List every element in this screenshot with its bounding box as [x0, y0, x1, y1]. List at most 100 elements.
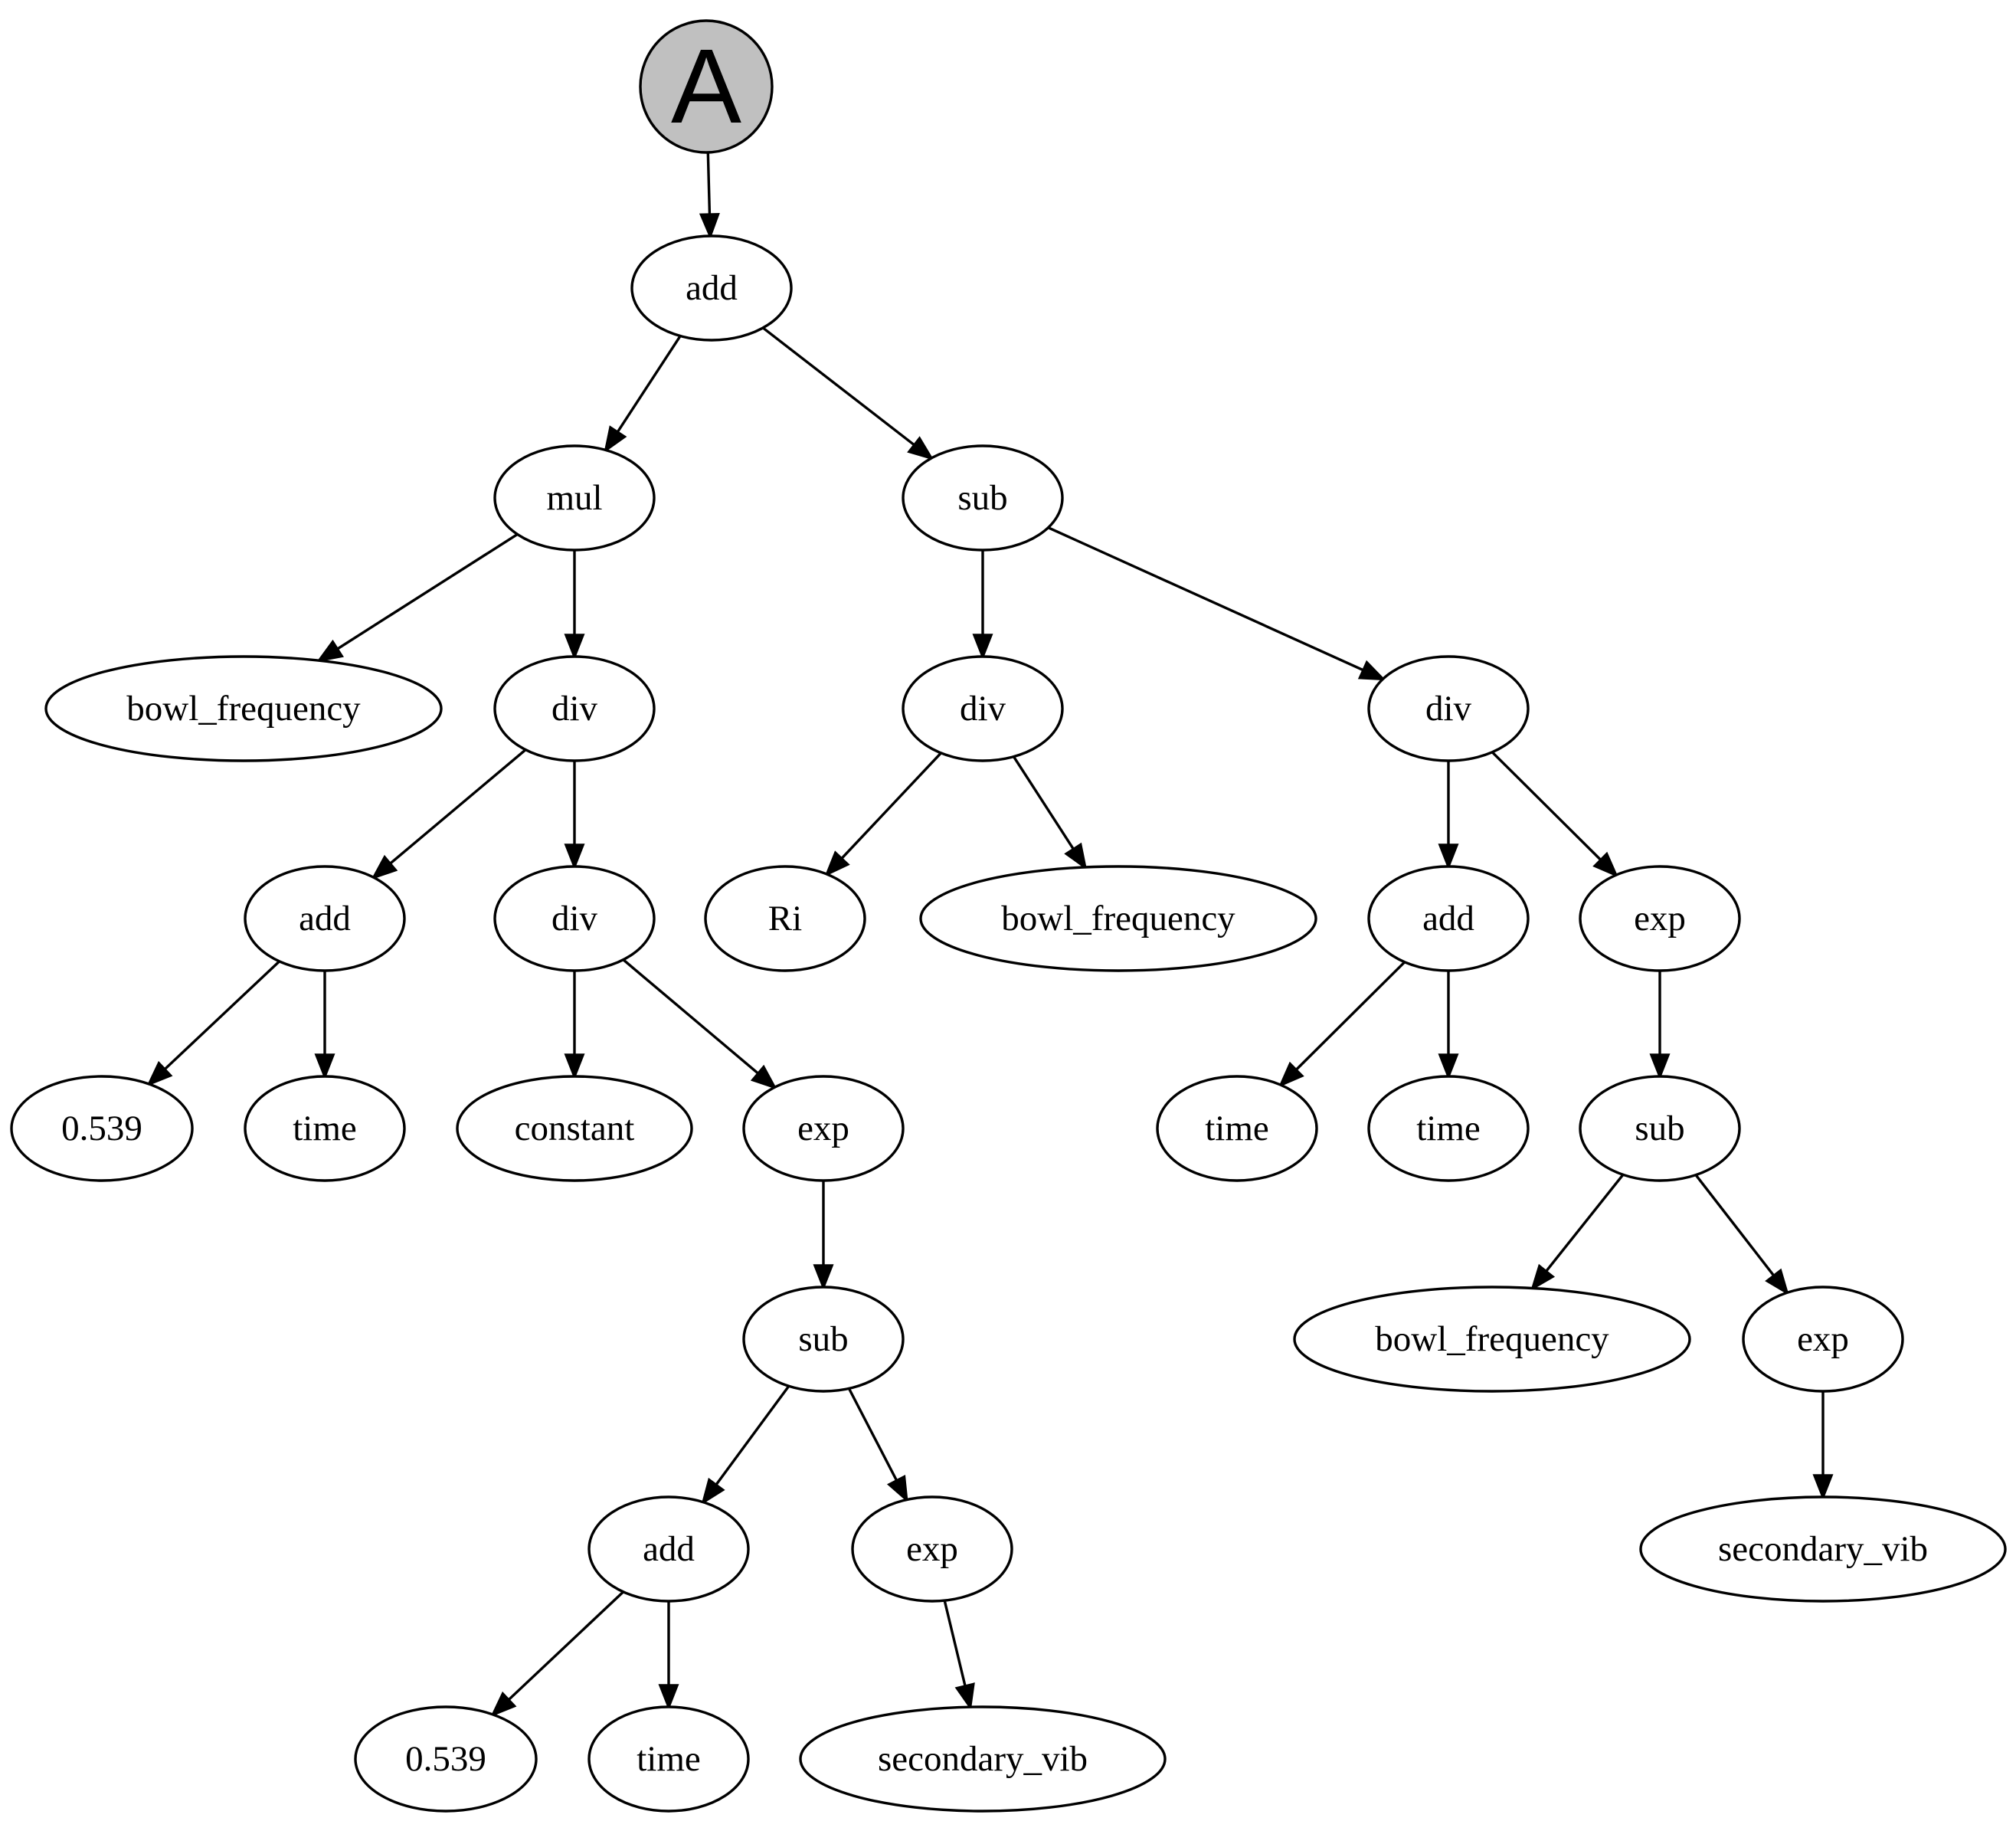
arrowhead-icon	[564, 843, 585, 870]
edge-line	[715, 1385, 790, 1486]
node-label: div	[551, 899, 598, 938]
node-label: add	[299, 899, 351, 938]
node-label: exp	[1634, 899, 1686, 938]
node-label: Ri	[768, 899, 802, 938]
node-label: time	[1416, 1109, 1481, 1148]
arrowhead-icon	[824, 850, 850, 877]
node-label: div	[1425, 689, 1472, 729]
tree-node: div	[493, 655, 656, 762]
edge-n2-n5	[564, 550, 585, 660]
arrowhead-icon	[1765, 1268, 1789, 1296]
edge-line	[1047, 526, 1364, 672]
node-label: exp	[1797, 1319, 1849, 1359]
edge-n9-n16	[564, 971, 585, 1080]
edge-line	[1545, 1174, 1625, 1273]
tree-node: constant	[456, 1075, 693, 1182]
edge-n24-n27	[490, 1590, 624, 1718]
node-ellipse	[354, 1705, 538, 1813]
node-ellipse	[244, 1075, 406, 1182]
node-ellipse	[1367, 865, 1530, 972]
node-ellipse	[1579, 1075, 1741, 1182]
tree-node: time	[1367, 1075, 1530, 1182]
arrowhead-icon	[954, 1682, 975, 1711]
edge-n8-n15	[314, 971, 335, 1080]
tree-node: exp	[742, 1075, 905, 1182]
edge-n23-n26	[1812, 1391, 1834, 1501]
edge-n7-n13	[1491, 751, 1619, 878]
node-ellipse	[587, 1495, 750, 1603]
tree-node: mul	[493, 444, 656, 552]
node-label: mul	[546, 478, 602, 518]
tree-node: time	[1156, 1075, 1318, 1182]
node-ellipse	[742, 1286, 905, 1393]
arrowhead-icon	[1530, 1263, 1556, 1292]
edge-n21-n24	[701, 1385, 790, 1505]
arrowhead-icon	[972, 634, 993, 660]
node-ellipse	[493, 444, 656, 552]
edge-n1-n2	[604, 335, 682, 454]
arrowhead-icon	[1438, 1053, 1459, 1080]
node-label: sub	[1635, 1109, 1684, 1148]
edge-n12-n18	[1278, 961, 1406, 1088]
edge-n6-n11	[1013, 755, 1088, 870]
node-ellipse	[1579, 865, 1741, 972]
edge-line	[616, 335, 682, 433]
node-label: exp	[906, 1529, 958, 1569]
root-circle	[639, 19, 774, 154]
tree-node: bowl_frequency	[1293, 1286, 1691, 1393]
node-ellipse	[456, 1075, 693, 1182]
edge-line	[706, 152, 712, 215]
root-node: A	[639, 19, 774, 154]
tree-node: exp	[1742, 1286, 1904, 1393]
edge-line	[507, 1590, 624, 1702]
edge-n0-n1	[699, 152, 720, 240]
arrowhead-icon	[314, 1053, 335, 1080]
node-label: time	[1205, 1109, 1269, 1148]
edge-line	[1694, 1174, 1775, 1277]
arrowhead-icon	[564, 1053, 585, 1080]
tree-node: sub	[902, 444, 1064, 552]
edge-n5-n9	[564, 761, 585, 870]
edge-n25-n29	[943, 1600, 975, 1711]
tree-node: Ri	[704, 865, 866, 972]
node-label: secondary_vib	[1718, 1529, 1928, 1569]
edge-n21-n25	[847, 1387, 908, 1503]
edge-n20-n23	[1694, 1174, 1789, 1296]
tree-node: div	[493, 865, 656, 972]
node-label: exp	[797, 1109, 849, 1148]
tree-node: time	[244, 1075, 406, 1182]
edge-n17-n21	[813, 1181, 834, 1291]
tree-node: add	[1367, 865, 1530, 972]
edge-n6-n10	[824, 752, 942, 877]
edge-n3-n6	[972, 550, 993, 660]
edge-n7-n12	[1438, 761, 1459, 870]
node-label: sub	[798, 1319, 848, 1359]
node-label: sub	[957, 478, 1007, 518]
node-ellipse	[1156, 1075, 1318, 1182]
edge-n20-n22	[1530, 1174, 1625, 1292]
edge-n2-n4	[316, 533, 519, 663]
arrowhead-icon	[1278, 1061, 1304, 1088]
tree-node: div	[902, 655, 1064, 762]
node-label: div	[960, 689, 1006, 729]
node-label: bowl_frequency	[1001, 899, 1235, 938]
node-label: div	[551, 689, 598, 729]
arrowhead-icon	[1438, 843, 1459, 870]
edge-n1-n3	[762, 326, 934, 460]
edge-line	[1294, 961, 1406, 1071]
node-ellipse	[1367, 1075, 1530, 1182]
node-ellipse	[1293, 1286, 1691, 1393]
edge-n3-n7	[1047, 526, 1386, 681]
node-label: 0.539	[61, 1109, 142, 1148]
node-ellipse	[742, 1075, 905, 1182]
node-ellipse	[851, 1495, 1013, 1603]
node-ellipse	[704, 865, 866, 972]
tree-node: bowl_frequency	[44, 655, 443, 762]
arrowhead-icon	[813, 1264, 834, 1291]
node-ellipse	[10, 1075, 194, 1182]
node-label: secondary_vib	[878, 1739, 1088, 1779]
arrowhead-icon	[1064, 842, 1088, 870]
tree-node: time	[587, 1705, 750, 1813]
node-label: 0.539	[405, 1739, 486, 1779]
